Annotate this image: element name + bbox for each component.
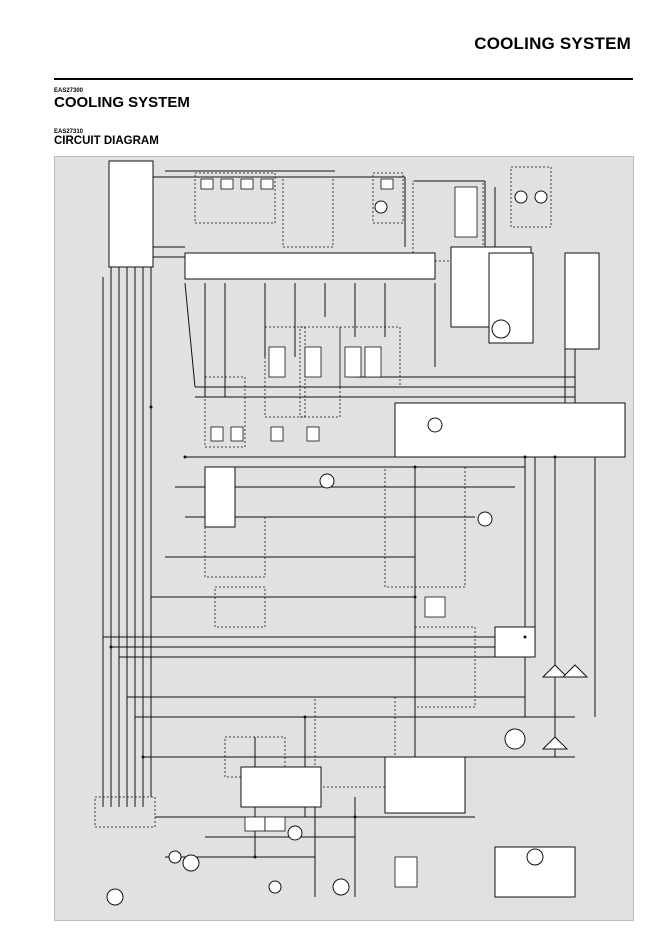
section-title: COOLING SYSTEM (54, 94, 190, 111)
circuit-diagram (54, 156, 634, 921)
running-header-title: COOLING SYSTEM (474, 34, 631, 53)
subsection-title: CIRCUIT DIAGRAM (54, 135, 159, 147)
section-code: EAS27300 (54, 88, 84, 94)
circuit-diagram-drawing (94, 160, 626, 906)
subsection-code: EAS27310 (54, 129, 84, 135)
header-rule (54, 78, 633, 80)
